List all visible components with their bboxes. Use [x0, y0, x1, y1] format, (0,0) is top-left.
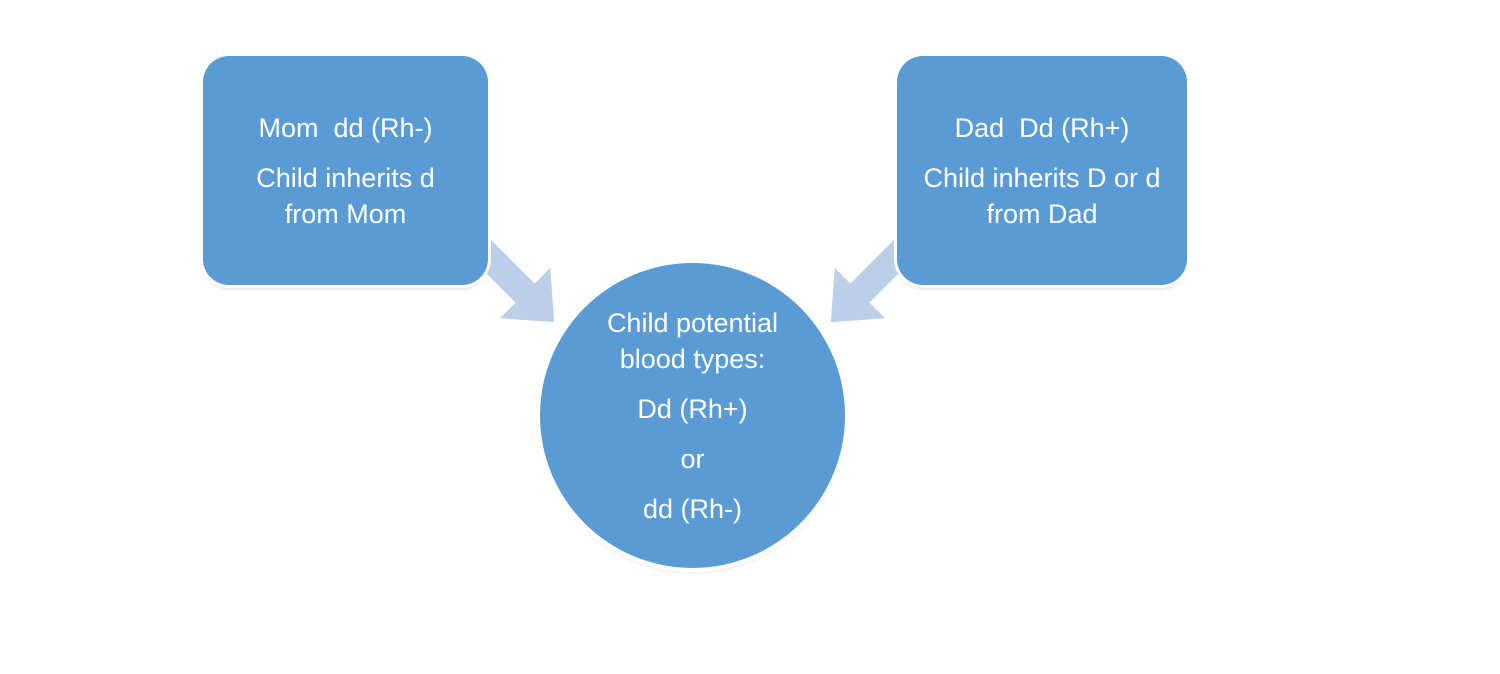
child-circle-heading-line2: blood types:	[619, 343, 766, 374]
dad-box-title: Dad Dd (Rh+)	[954, 112, 1130, 143]
mom-box-title: Mom dd (Rh-)	[258, 112, 433, 143]
child-circle-conjunction: or	[680, 443, 705, 474]
child-circle-heading-line1: Child potential	[606, 307, 779, 338]
dad-box-body-line1: Child inherits D or d	[923, 162, 1161, 193]
dad-box-body-line2: from Dad	[986, 198, 1098, 229]
child-circle-option2: dd (Rh-)	[642, 493, 743, 524]
mom-box: Mom dd (Rh-) Child inherits d from Mom	[203, 56, 488, 285]
mom-box-body-line2: from Mom	[284, 198, 407, 229]
mom-box-body-line1: Child inherits d	[256, 162, 435, 193]
child-circle-option1: Dd (Rh+)	[637, 393, 748, 424]
child-circle: Child potential blood types: Dd (Rh+) or…	[540, 263, 845, 568]
dad-box: Dad Dd (Rh+) Child inherits D or d from …	[897, 56, 1187, 285]
